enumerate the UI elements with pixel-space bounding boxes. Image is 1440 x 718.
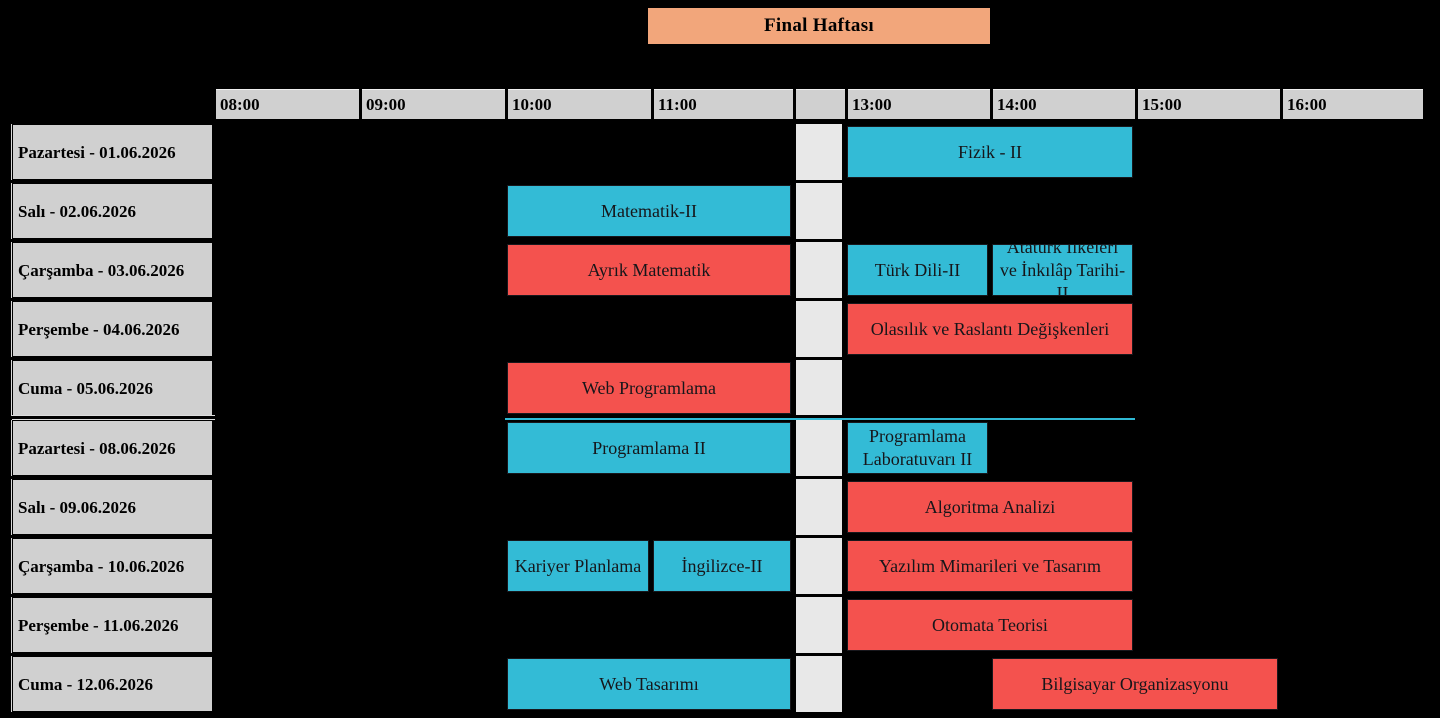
schedule-row: Perşembe - 11.06.2026 Otomata Teorisi <box>12 597 1423 653</box>
exam-block: Kariyer Planlama <box>507 540 649 592</box>
lunch-gap-cell <box>793 124 845 180</box>
lunch-gap-cell <box>793 360 845 416</box>
lunch-gap-cell <box>793 420 845 476</box>
exam-block: Ayrık Matematik <box>507 244 791 296</box>
lunch-gap-cell <box>793 479 845 535</box>
time-header-cell: 14:00 <box>993 89 1135 119</box>
day-timeline: Web Programlama <box>213 360 1423 416</box>
lunch-gap-cell <box>793 242 845 298</box>
time-header-cell: 11:00 <box>654 89 793 119</box>
separator-accent-line <box>505 418 1135 420</box>
exam-block: Otomata Teorisi <box>847 599 1133 651</box>
day-timeline: Web Tasarımı Bilgisayar Organizasyonu <box>213 656 1423 712</box>
week-separator <box>12 415 1423 420</box>
exam-block: Fizik - II <box>847 126 1133 178</box>
lunch-gap-header <box>796 89 845 119</box>
exam-block: İngilizce-II <box>653 540 791 592</box>
separator-line <box>12 419 215 420</box>
schedule-row: Çarşamba - 03.06.2026 Ayrık Matematik Tür… <box>12 242 1423 298</box>
day-label: Çarşamba - 03.06.2026 <box>12 242 213 298</box>
lunch-gap-cell <box>793 538 845 594</box>
exam-block: Olasılık ve Raslantı Değişkenleri <box>847 303 1133 355</box>
exam-block: Türk Dili-II <box>847 244 988 296</box>
day-label: Pazartesi - 01.06.2026 <box>12 124 213 180</box>
time-header-cell: 16:00 <box>1283 89 1423 119</box>
time-header-cell: 10:00 <box>508 89 651 119</box>
lunch-gap-cell <box>793 656 845 712</box>
day-label: Çarşamba - 10.06.2026 <box>12 538 213 594</box>
exam-block: Web Programlama <box>507 362 791 414</box>
day-timeline: Otomata Teorisi <box>213 597 1423 653</box>
day-timeline: Algoritma Analizi <box>213 479 1423 535</box>
exam-block: Matematik-II <box>507 185 791 237</box>
day-label: Salı - 09.06.2026 <box>12 479 213 535</box>
exam-block: Atatürk İlkeleri ve İnkılâp Tarihi-II <box>992 244 1133 296</box>
exam-block: Yazılım Mimarileri ve Tasarım <box>847 540 1133 592</box>
lunch-gap-cell <box>793 183 845 239</box>
day-label: Salı - 02.06.2026 <box>12 183 213 239</box>
schedule-row: Pazartesi - 01.06.2026 Fizik - II <box>12 124 1423 180</box>
day-label: Pazartesi - 08.06.2026 <box>12 420 213 476</box>
day-timeline: Fizik - II <box>213 124 1423 180</box>
schedule-row: Perşembe - 04.06.2026 Olasılık ve Raslan… <box>12 301 1423 357</box>
exam-block: Web Tasarımı <box>507 658 791 710</box>
schedule-row: Cuma - 12.06.2026 Web Tasarımı Bilgisayar… <box>12 656 1423 712</box>
day-timeline: Programlama II Programlama Laboratuvarı I… <box>213 420 1423 476</box>
time-header-cell: 13:00 <box>848 89 990 119</box>
day-label: Perşembe - 04.06.2026 <box>12 301 213 357</box>
exam-block: Bilgisayar Organizasyonu <box>992 658 1278 710</box>
separator-line <box>12 415 215 416</box>
lunch-gap-cell <box>793 301 845 357</box>
day-label: Perşembe - 11.06.2026 <box>12 597 213 653</box>
day-timeline: Matematik-II <box>213 183 1423 239</box>
time-header-cell: 08:00 <box>216 89 359 119</box>
schedule-row: Salı - 02.06.2026 Matematik-II <box>12 183 1423 239</box>
exam-block: Programlama Laboratuvarı II <box>847 422 988 474</box>
lunch-gap-cell <box>793 597 845 653</box>
time-header-cell: 15:00 <box>1138 89 1280 119</box>
day-label: Cuma - 05.06.2026 <box>12 360 213 416</box>
week-1: Pazartesi - 01.06.2026 Fizik - II Salı -… <box>12 124 1423 416</box>
day-label: Cuma - 12.06.2026 <box>12 656 213 712</box>
day-timeline: Olasılık ve Raslantı Değişkenleri <box>213 301 1423 357</box>
schedule-row: Cuma - 05.06.2026 Web Programlama <box>12 360 1423 416</box>
exam-block: Algoritma Analizi <box>847 481 1133 533</box>
time-header-cell: 09:00 <box>362 89 505 119</box>
page-title: Final Haftası <box>648 8 990 44</box>
schedule-row: Salı - 09.06.2026 Algoritma Analizi <box>12 479 1423 535</box>
exam-block: Programlama II <box>507 422 791 474</box>
